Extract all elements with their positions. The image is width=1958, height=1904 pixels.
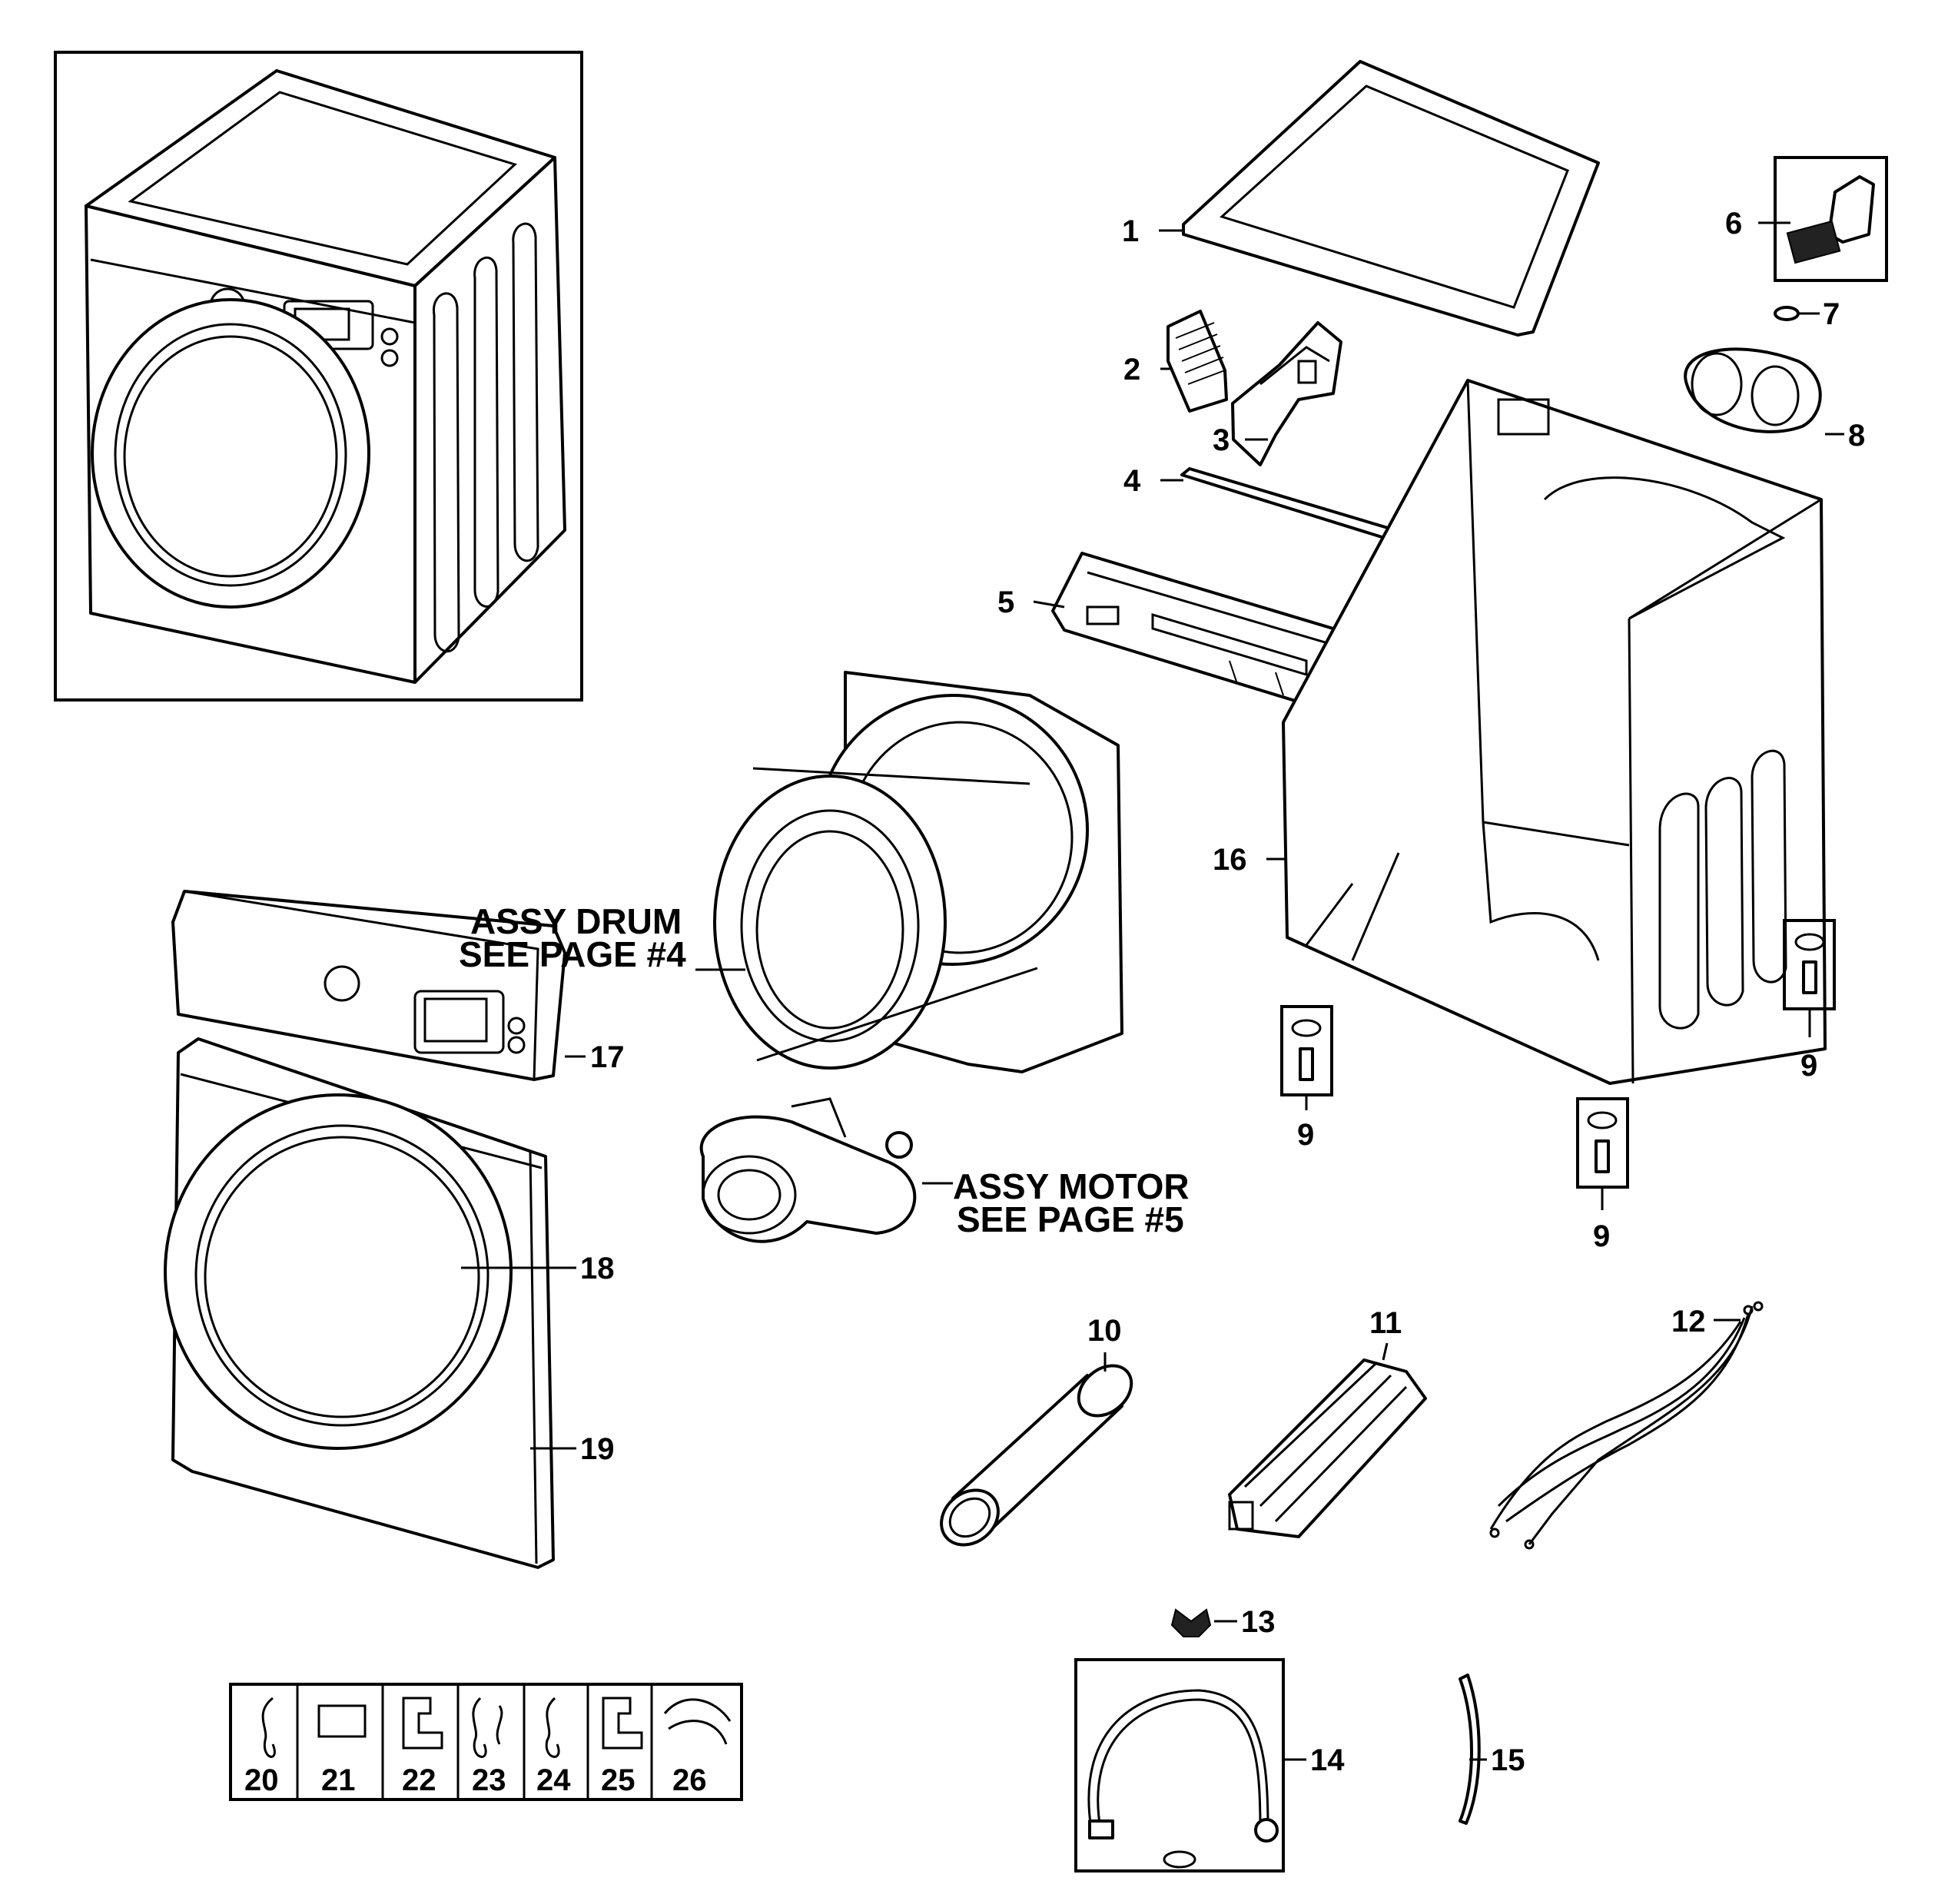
callout-19: 19 [580,1432,615,1466]
callout-25: 25 [601,1763,636,1797]
assembled-dryer-overview [54,51,583,702]
callout-17: 17 [590,1040,625,1074]
callout-9a: 9 [1297,1118,1314,1152]
assy-drum-page-label: SEE PAGE #4 [459,934,686,974]
part-8-duct-cover [1684,347,1822,433]
callout-18: 18 [580,1252,615,1285]
part-16-cabinet [1282,379,1827,1085]
callout-5: 5 [997,585,1014,619]
assy-motor-page-label: SEE PAGE #5 [957,1199,1184,1239]
callout-14: 14 [1310,1743,1345,1777]
callout-11: 11 [1369,1306,1402,1340]
callout-15: 15 [1491,1743,1525,1777]
part-6-pcb [1774,156,1888,282]
callout-2: 2 [1123,353,1140,386]
callout-20: 20 [244,1763,279,1797]
part-11-heater [1228,1358,1427,1538]
part-10-exhaust-duct [940,1364,1133,1547]
callout-21: 21 [321,1763,356,1797]
callout-22: 22 [402,1763,436,1797]
part-7-clip [1774,306,1800,321]
clips-grid [229,1683,743,1801]
callout-23: 23 [472,1763,506,1797]
part-12-wire-harness [1489,1301,1764,1550]
callout-3: 3 [1213,423,1230,457]
callout-4: 4 [1123,464,1141,498]
callout-7: 7 [1823,297,1840,331]
leader-lines [461,221,1844,1761]
drum-assembly [713,671,1123,1073]
callout-6: 6 [1725,207,1742,240]
part-3-bracket [1231,321,1342,466]
callout-13: 13 [1241,1605,1276,1639]
callout-8: 8 [1848,419,1865,453]
part-17-control-panel [171,890,566,1081]
part-14-hose [1074,1658,1285,1872]
callout-labels: 1 2 3 4 5 6 7 8 16 9 9 9 10 11 12 13 14 … [244,207,1865,1797]
part-18-19-front-panel [164,1037,555,1569]
callout-9c: 9 [1593,1219,1610,1253]
assy-motor-label: ASSY MOTOR [953,1166,1190,1206]
assembly-references: ASSY DRUM SEE PAGE #4 ASSY MOTOR SEE PAG… [459,901,1190,1239]
callout-12: 12 [1671,1305,1706,1338]
part-1-top-panel [1182,60,1600,337]
assy-drum-label: ASSY DRUM [470,901,682,941]
callout-10: 10 [1087,1314,1122,1348]
callout-26: 26 [672,1763,707,1797]
motor-assembly [699,1097,917,1243]
callout-16: 16 [1213,843,1247,877]
part-9-foot-a [1280,1005,1333,1096]
part-15-short-hose [1459,1673,1481,1825]
callout-24: 24 [536,1763,571,1797]
part-2-filter [1167,310,1228,413]
callout-1: 1 [1122,214,1139,248]
part-13-y-connector [1170,1608,1212,1637]
callout-9b: 9 [1800,1049,1817,1083]
part-9-foot-c [1576,1097,1629,1189]
